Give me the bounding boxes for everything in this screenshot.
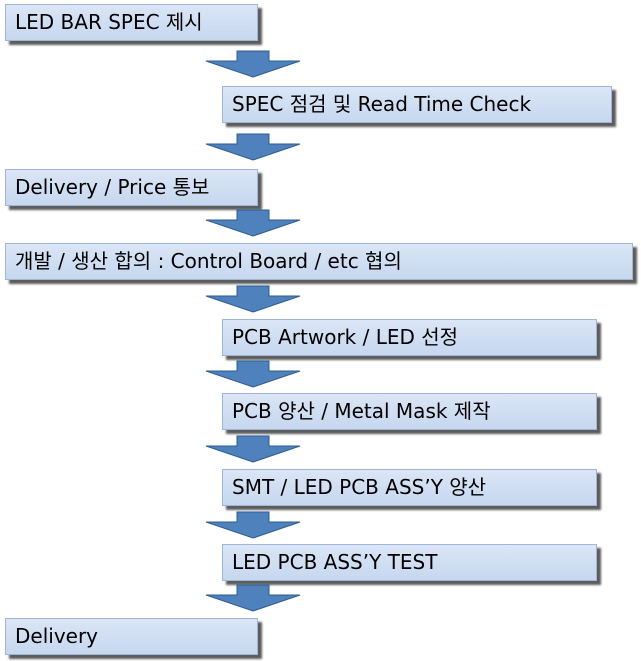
step-3-box: Delivery / Price 통보	[5, 169, 258, 206]
step-8-label: LED PCB ASS’Y TEST	[232, 550, 438, 574]
step-4-box: 개발 / 생산 합의 : Control Board / etc 협의	[5, 243, 633, 280]
step-3-label: Delivery / Price 통보	[15, 175, 210, 199]
down-arrow-icon	[205, 511, 301, 539]
down-arrow-icon	[205, 209, 301, 237]
step-1-box: LED BAR SPEC 제시	[5, 4, 258, 41]
step-7-box: SMT / LED PCB ASS’Y 양산	[222, 469, 597, 506]
step-7-label: SMT / LED PCB ASS’Y 양산	[232, 475, 487, 499]
step-1-label: LED BAR SPEC 제시	[15, 10, 203, 34]
step-5-box: PCB Artwork / LED 선정	[222, 319, 597, 356]
down-arrow-icon	[205, 133, 301, 161]
down-arrow-icon	[205, 285, 301, 313]
step-6-box: PCB 양산 / Metal Mask 제작	[222, 393, 597, 430]
step-2-box: SPEC 점검 및 Read Time Check	[222, 86, 612, 123]
down-arrow-icon	[205, 360, 301, 388]
step-9-box: Delivery	[5, 618, 258, 655]
step-5-label: PCB Artwork / LED 선정	[232, 325, 459, 349]
step-2-label: SPEC 점검 및 Read Time Check	[232, 92, 532, 116]
down-arrow-icon	[205, 435, 301, 463]
down-arrow-icon	[205, 50, 301, 78]
step-9-label: Delivery	[15, 624, 99, 648]
step-6-label: PCB 양산 / Metal Mask 제작	[232, 399, 491, 423]
step-4-label: 개발 / 생산 합의 : Control Board / etc 협의	[15, 249, 402, 273]
down-arrow-icon	[205, 584, 301, 612]
step-8-box: LED PCB ASS’Y TEST	[222, 544, 597, 581]
